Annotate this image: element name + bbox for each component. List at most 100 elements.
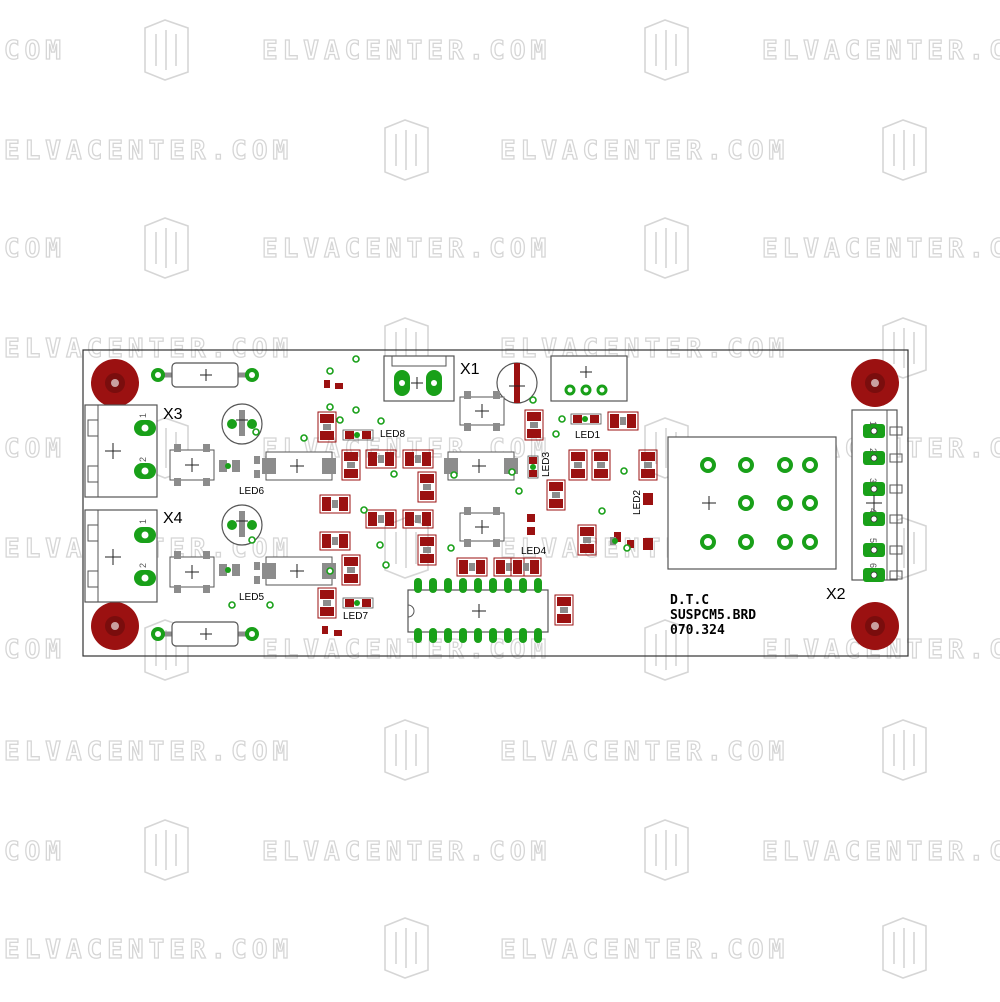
watermark-text: ELVACENTER.COM xyxy=(262,36,551,66)
watermark-text: ELVACENTER.COM xyxy=(4,935,293,965)
led xyxy=(570,413,602,425)
pin-number: 5 xyxy=(868,538,878,543)
led xyxy=(527,455,539,479)
led-label: LED3 xyxy=(541,452,552,477)
mounting-holes xyxy=(91,359,899,650)
vias xyxy=(228,355,631,609)
watermark-text: ELVACENTER.COM xyxy=(762,837,1000,867)
mounting-hole xyxy=(91,602,139,650)
watermark-text: ELVACENTER.COM xyxy=(4,136,293,166)
led xyxy=(342,597,374,609)
smd-melf xyxy=(262,556,336,586)
watermark-text: ELVACENTER.COM xyxy=(500,334,789,364)
pin-number: 2 xyxy=(138,563,148,568)
mounting-hole xyxy=(851,602,899,650)
smd-resistor xyxy=(417,471,437,503)
watermark-text: COM xyxy=(4,36,66,66)
pin-number: 1 xyxy=(868,421,878,426)
watermark-text: ELVACENTER.COM xyxy=(500,935,789,965)
watermark-text: ELVACENTER.COM xyxy=(762,234,1000,264)
watermark-text: COM xyxy=(4,635,66,665)
smd-resistor xyxy=(417,534,437,566)
smd-melf xyxy=(262,451,336,481)
electrolytic-capacitor xyxy=(221,504,263,546)
pin-number: 1 xyxy=(138,519,148,524)
smd-resistor xyxy=(568,449,588,481)
connector-x1: X1 xyxy=(383,355,480,402)
watermark-text: COM xyxy=(4,837,66,867)
watermark-text: ELVACENTER.COM xyxy=(500,737,789,767)
smd-passives xyxy=(219,380,658,636)
smd-resistor xyxy=(317,411,337,443)
led-label: LED1 xyxy=(575,430,600,441)
smd-leds xyxy=(225,413,618,609)
electrolytic-capacitor xyxy=(496,362,538,404)
dip-ic xyxy=(407,578,549,643)
smd-resistor xyxy=(402,449,434,469)
pin-number: 4 xyxy=(868,508,878,513)
relay-module xyxy=(667,436,837,570)
smd-resistor xyxy=(546,479,566,511)
smd-melf xyxy=(444,451,518,481)
connector-label-x1: X1 xyxy=(460,361,480,378)
board-maker-label: D.T.C xyxy=(670,593,709,608)
soic-package xyxy=(169,551,215,593)
smd-resistor xyxy=(577,524,597,556)
smd-resistor xyxy=(524,409,544,441)
led-label: LED6 xyxy=(239,486,264,497)
connector-label-x2: X2 xyxy=(826,586,846,603)
watermark-text: ELVACENTER.COM xyxy=(500,136,789,166)
watermark-text: COM xyxy=(4,234,66,264)
watermark-text: ELVACENTER.COM xyxy=(262,837,551,867)
pin-number: 6 xyxy=(868,563,878,568)
smd-resistor xyxy=(365,449,397,469)
smd-resistor xyxy=(554,594,574,626)
connector-x4: 1 2 X4 xyxy=(84,509,183,603)
soic-package xyxy=(459,507,505,547)
mounting-hole xyxy=(91,359,139,407)
axial-resistor-top xyxy=(151,362,259,388)
soic-package xyxy=(459,391,505,431)
smd-resistor xyxy=(591,449,611,481)
mounting-hole xyxy=(851,359,899,407)
pin-header-3 xyxy=(550,355,628,402)
connector-x2: 1 2 3 4 5 6 X2 xyxy=(826,409,903,603)
smd-resistor xyxy=(365,509,397,529)
board-file-label: SUSPCM5.BRD xyxy=(670,608,756,623)
board-outline xyxy=(82,349,909,657)
connector-label-x3: X3 xyxy=(163,406,183,423)
pin-number: 1 xyxy=(138,413,148,418)
electrolytic-capacitor xyxy=(221,403,263,445)
connector-x3: 1 2 X3 xyxy=(84,404,183,498)
soic-package xyxy=(169,444,215,486)
watermark-layer: ELVACENTER.COM ELVACENTER.COM COM ELVACE… xyxy=(3,19,1000,979)
led-label: LED2 xyxy=(632,490,643,515)
smd-resistor xyxy=(341,449,361,481)
watermark-text: ELVACENTER.COM xyxy=(762,36,1000,66)
led xyxy=(342,429,374,441)
smd-resistor xyxy=(319,494,351,514)
connector-label-x4: X4 xyxy=(163,510,183,527)
smd-resistor xyxy=(607,411,639,431)
smd-resistor xyxy=(317,587,337,619)
axial-resistor-bottom xyxy=(151,621,259,647)
pin-number: 3 xyxy=(868,478,878,483)
pin-number: 2 xyxy=(138,457,148,462)
smd-resistor xyxy=(319,531,351,551)
smd-resistor xyxy=(456,557,488,577)
led-label: LED5 xyxy=(239,592,264,603)
watermark-text: ELVACENTER.COM xyxy=(4,737,293,767)
watermark-text: ELVACENTER.COM xyxy=(4,334,293,364)
led-label: LED4 xyxy=(521,546,546,557)
smd-resistor xyxy=(510,557,542,577)
smd-resistor xyxy=(638,449,658,481)
board-date-label: 070.324 xyxy=(670,623,725,638)
smd-resistor xyxy=(341,554,361,586)
watermark-text: ELVACENTER.COM xyxy=(262,234,551,264)
pin-number: 2 xyxy=(868,448,878,453)
watermark-text: COM xyxy=(4,434,66,464)
watermark-text: ELVACENTER.COM xyxy=(262,635,551,665)
smd-resistor xyxy=(402,509,434,529)
led-label: LED8 xyxy=(380,429,405,440)
